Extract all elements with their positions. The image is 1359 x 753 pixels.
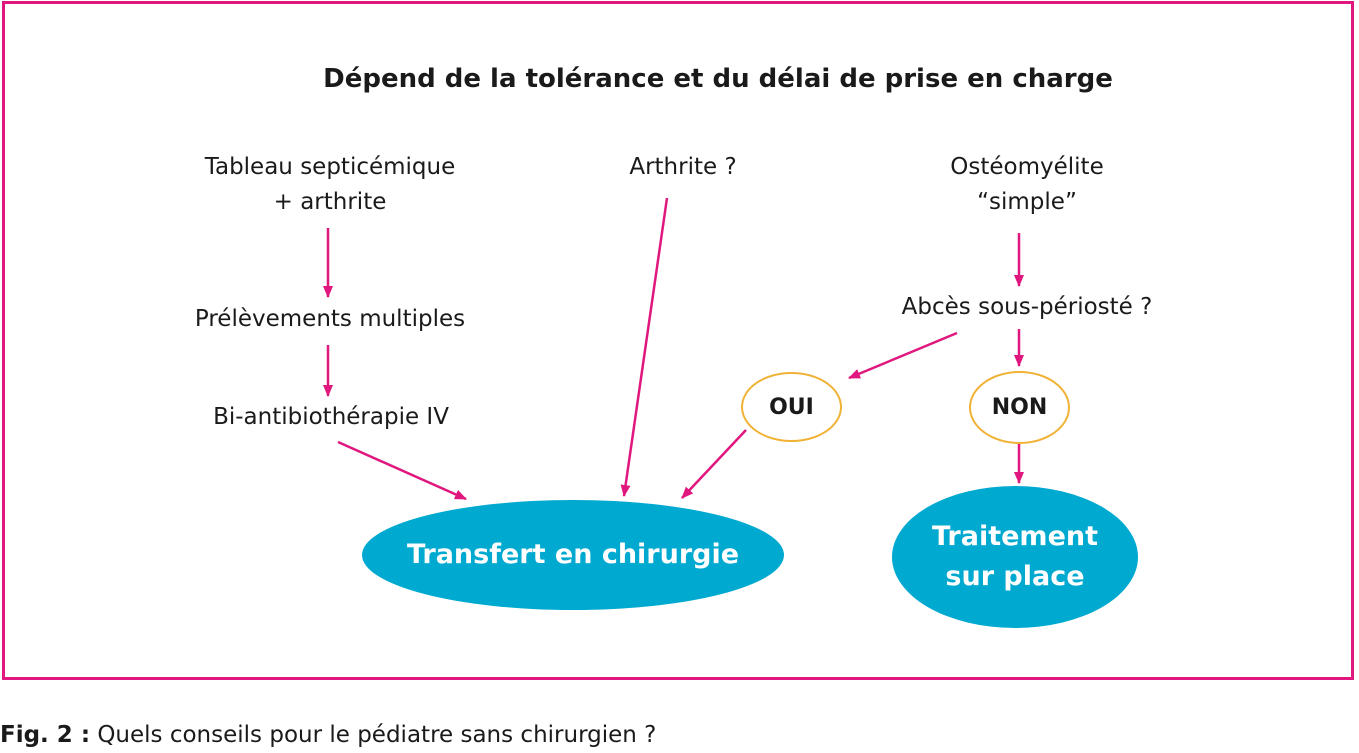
node-biantibio: Bi-antibiothérapie IV <box>213 404 449 430</box>
node-abces: Abcès sous-périosté ? <box>901 294 1153 320</box>
node-septicemie-line2: + arthrite <box>273 189 387 215</box>
arrow-oui-to-transfert <box>681 429 747 499</box>
arrow-abces-to-oui <box>848 331 958 380</box>
diagram-title: Dépend de la tolérance et du délai de pr… <box>323 64 1113 94</box>
figure-caption-text: Quels conseils pour le pédiatre sans chi… <box>97 722 657 748</box>
node-traitement-sur-place: Traitement sur place <box>892 486 1138 628</box>
node-arthrite: Arthrite ? <box>629 154 737 180</box>
node-non: NON <box>969 371 1070 444</box>
node-osteomyelite-line1: Ostéomyélite <box>950 154 1104 180</box>
node-traitement-line2: sur place <box>945 561 1085 592</box>
node-osteomyelite: Ostéomyélite “simple” <box>950 150 1103 220</box>
node-osteomyelite-line2: “simple” <box>977 189 1077 215</box>
node-oui: OUI <box>741 372 842 442</box>
figure-caption: Fig. 2 : Quels conseils pour le pédiatre… <box>0 722 656 748</box>
node-transfert-chirurgie: Transfert en chirurgie <box>362 500 784 610</box>
arrow-arthrite-to-transfert <box>620 197 669 497</box>
node-prelevements: Prélèvements multiples <box>194 306 466 332</box>
node-traitement-line1: Traitement <box>931 521 1099 552</box>
diagram-frame <box>2 1 1354 680</box>
figure-caption-label: Fig. 2 : <box>0 722 91 748</box>
node-septicemie: Tableau septicémique + arthrite <box>205 150 456 220</box>
node-septicemie-line1: Tableau septicémique <box>204 154 456 180</box>
arrow-biantibio-to-transfert <box>337 440 467 501</box>
